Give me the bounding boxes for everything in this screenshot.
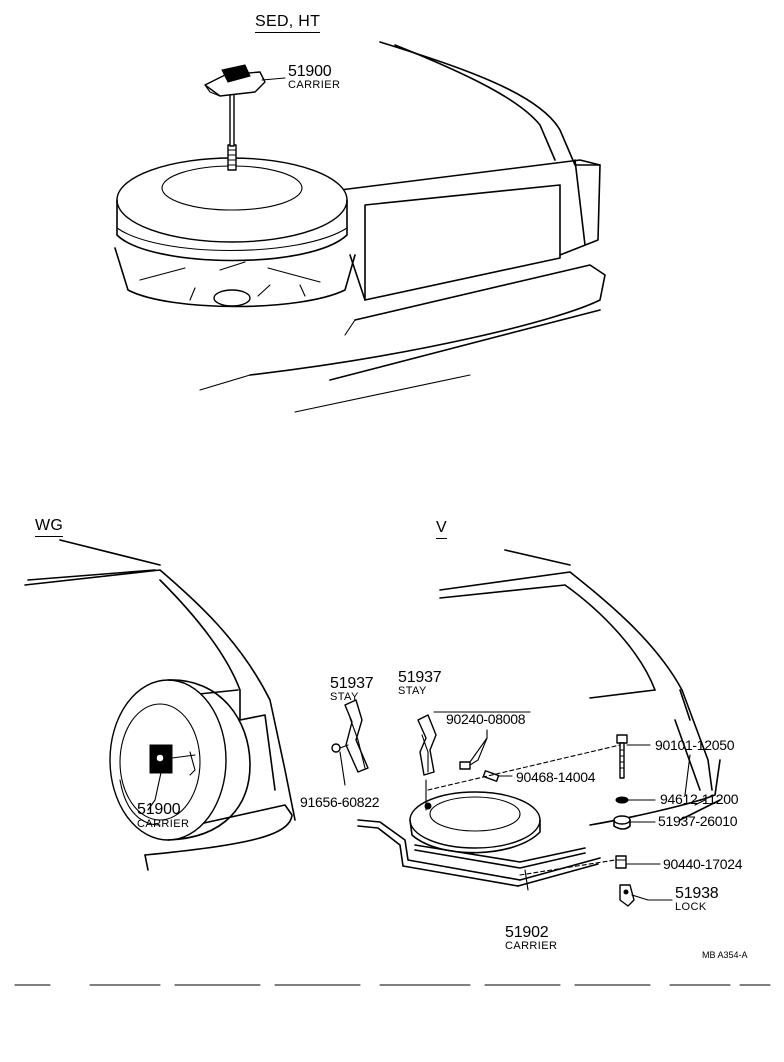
part-number-90468-14004: 90468-14004	[516, 769, 596, 785]
v-stay-right	[417, 714, 437, 776]
wg-rear-window-frame	[24, 569, 296, 821]
header-v: V	[436, 520, 447, 539]
part-number-90101-12050: 90101-12050	[655, 737, 735, 753]
header-sed-ht: SED, HT	[255, 14, 321, 33]
part-number-51900-wg: 51900	[137, 801, 181, 818]
part-name-stay-left: STAY	[330, 691, 359, 703]
v-rear-window-frame	[439, 571, 713, 791]
part-number-51937-stay-left: 51937	[330, 675, 374, 692]
part-number-51900-sed: 51900	[288, 63, 332, 80]
sed-rear-panel	[339, 159, 601, 256]
sed-rear-lamp-area	[364, 184, 561, 301]
wg-illustration	[24, 539, 296, 871]
part-name-carrier-sed: CARRIER	[288, 79, 341, 91]
v-carrier-frame	[357, 819, 521, 881]
part-number-51937-26010: 51937-26010	[658, 813, 738, 829]
sed-bumper	[249, 264, 606, 376]
part-number-51937-stay-right: 51937	[398, 669, 442, 686]
part-number-51938: 51938	[675, 885, 719, 902]
part-name-carrier-wg: CARRIER	[137, 818, 190, 830]
part-number-91656-60822: 91656-60822	[300, 794, 380, 810]
header-wg: WG	[35, 518, 64, 537]
part-name-stay-right: STAY	[398, 685, 427, 697]
sed-trunk-lid-edge	[379, 41, 601, 166]
part-number-51902: 51902	[505, 924, 549, 941]
part-name-lock: LOCK	[675, 901, 707, 913]
v-spare-tire	[409, 791, 541, 849]
part-number-90240-08008: 90240-08008	[446, 711, 526, 727]
part-number-94612-11200: 94612-11200	[660, 791, 739, 807]
part-number-90440-17024: 90440-17024	[663, 856, 743, 872]
wg-bumper	[144, 804, 293, 856]
sed-spare-tire-side	[116, 199, 348, 262]
v-illustration	[331, 549, 721, 907]
figure-code: MB A354-A	[702, 950, 748, 960]
part-name-carrier-v: CARRIER	[505, 940, 558, 952]
sed-ht-illustration	[114, 41, 606, 413]
